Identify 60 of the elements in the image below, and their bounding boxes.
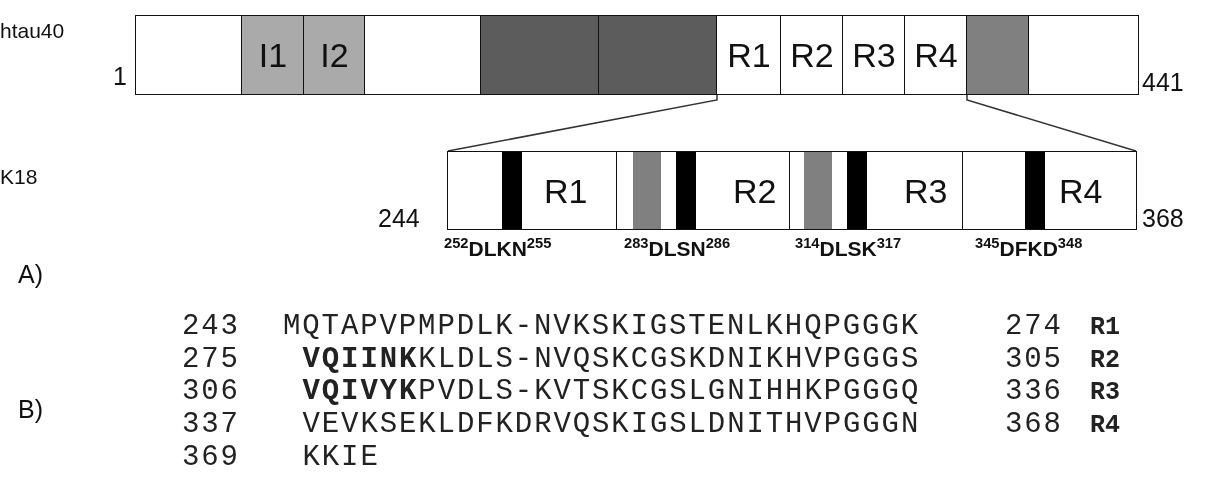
region-segment	[1028, 15, 1139, 95]
residue-number: 368	[1142, 206, 1184, 231]
region-segment	[480, 15, 600, 95]
region-segment	[966, 15, 1030, 95]
motif-label: $^{345}$DFKD$^{348}$	[975, 238, 1083, 259]
residue-number: 441	[1142, 70, 1184, 95]
repeat-label: R2	[1090, 347, 1120, 373]
sequence-text: VQIVYKPVDLS-KVTSKCGSLGNIHHKPGGGQ	[302, 377, 921, 407]
domain-segment	[789, 151, 964, 230]
domain-segment	[303, 15, 366, 95]
residue-number: 244	[378, 206, 420, 231]
domain-label: R2	[733, 173, 777, 208]
sequence-text: KKIE	[302, 442, 380, 472]
domain-segment	[447, 151, 618, 230]
residue-number: 368	[1005, 410, 1063, 440]
domain-segment	[780, 15, 844, 95]
sequence-text: MQTAPVPMPDLK-NVKSKIGSTENLKHQPGGGK	[283, 312, 920, 341]
motif-label: $^{252}$DLKN$^{255}$	[444, 238, 552, 259]
protein-name: htau40	[0, 20, 65, 41]
domain-label: R2	[790, 38, 834, 72]
residue-number: 306	[182, 377, 240, 407]
residue-number: 336	[1005, 377, 1063, 407]
protein-name: K18	[0, 166, 38, 187]
repeat-label: R4	[1090, 413, 1120, 439]
domain-segment	[962, 151, 1137, 230]
domain-segment	[842, 15, 906, 95]
residue-number: 305	[1005, 344, 1063, 374]
repeat-label: R1	[1090, 315, 1120, 340]
residue-number: 275	[182, 344, 240, 374]
protein-bar	[447, 151, 1137, 230]
domain-label: R3	[904, 173, 948, 208]
residue-number: 369	[182, 442, 240, 472]
domain-segment	[241, 15, 305, 95]
panel-label: B)	[18, 397, 43, 422]
motif-label: $^{283}$DLSN$^{286}$	[624, 238, 731, 259]
domain-label: R4	[1059, 173, 1103, 208]
domain-label: R4	[914, 38, 958, 72]
sequence-text: VEVKSEKLDFKDRVQSKIGSLDNITHVPGGGN	[302, 410, 921, 440]
region-segment	[135, 15, 243, 95]
residue-number: 1	[113, 64, 127, 89]
motif-label: $^{314}$DLSK$^{317}$	[795, 238, 902, 259]
region-segment	[598, 15, 718, 95]
zoom-line	[447, 94, 718, 152]
zoom-line	[966, 94, 1137, 152]
domain-label: R3	[852, 38, 896, 72]
domain-label: I2	[320, 38, 349, 72]
domain-label: R1	[727, 38, 771, 72]
residue-number: 337	[182, 410, 240, 440]
domain-segment	[904, 15, 968, 95]
panel-label: A)	[18, 262, 43, 287]
domain-segment	[716, 15, 782, 95]
region-segment	[364, 15, 482, 95]
domain-label: R1	[544, 173, 588, 208]
domain-label: I1	[258, 38, 288, 72]
protein-bar	[135, 15, 1139, 95]
domain-segment	[616, 151, 791, 230]
residue-number: 243	[182, 312, 240, 341]
residue-number: 274	[1005, 312, 1063, 341]
sequence-text: VQIINKKLDLS-NVQSKCGSKDNIKHVPGGGS	[302, 344, 921, 374]
repeat-label: R3	[1090, 380, 1120, 406]
